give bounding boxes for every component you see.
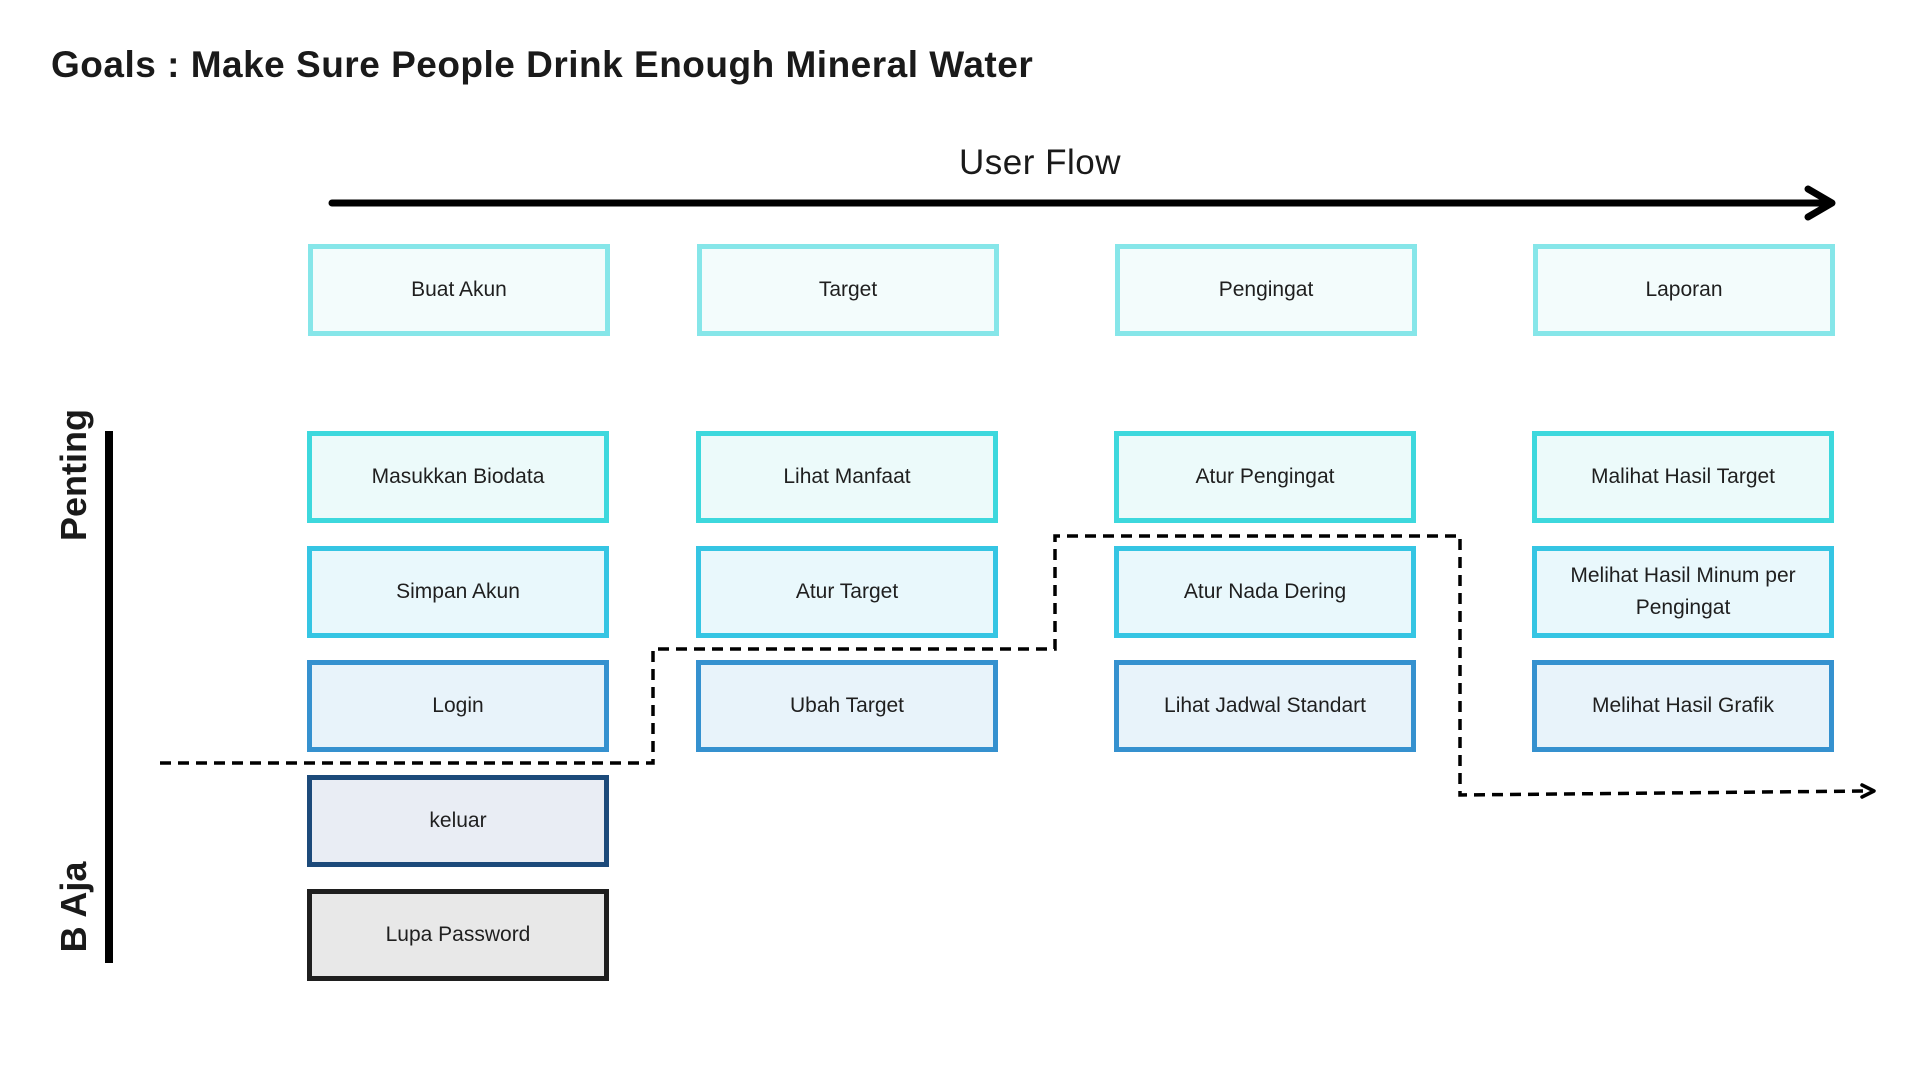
goal-title: Goals : Make Sure People Drink Enough Mi… bbox=[51, 44, 1034, 85]
task-keluar: keluar bbox=[307, 775, 609, 867]
priority-low-label: B Aja bbox=[53, 861, 94, 953]
step-buat-akun: Buat Akun bbox=[308, 244, 610, 336]
priority-high-label: Penting bbox=[53, 409, 94, 541]
task-atur-target: Atur Target bbox=[696, 546, 998, 638]
step-pengingat: Pengingat bbox=[1115, 244, 1417, 336]
task-masukkan-biodata: Masukkan Biodata bbox=[307, 431, 609, 523]
task-lihat-manfaat: Lihat Manfaat bbox=[696, 431, 998, 523]
step-laporan: Laporan bbox=[1533, 244, 1835, 336]
user-flow-arrowhead bbox=[1804, 185, 1836, 221]
task-melihat-hasil-grafik: Melihat Hasil Grafik bbox=[1532, 660, 1834, 752]
task-lupa-password: Lupa Password bbox=[307, 889, 609, 981]
user-flow-label: User Flow bbox=[958, 143, 1122, 182]
release-cut-line bbox=[160, 534, 1869, 797]
task-atur-nada-dering: Atur Nada Dering bbox=[1114, 546, 1416, 638]
task-simpan-akun: Simpan Akun bbox=[307, 546, 609, 638]
task-atur-pengingat: Atur Pengingat bbox=[1114, 431, 1416, 523]
task-lihat-jadwal-standart: Lihat Jadwal Standart bbox=[1114, 660, 1416, 752]
release-cut-arrowhead bbox=[1860, 783, 1876, 799]
task-ubah-target: Ubah Target bbox=[696, 660, 998, 752]
task-login: Login bbox=[307, 660, 609, 752]
task-melihat-hasil-minum-per-pengingat: Melihat Hasil Minum per Pengingat bbox=[1532, 546, 1834, 638]
task-malihat-hasil-target: Malihat Hasil Target bbox=[1532, 431, 1834, 523]
step-target: Target bbox=[697, 244, 999, 336]
